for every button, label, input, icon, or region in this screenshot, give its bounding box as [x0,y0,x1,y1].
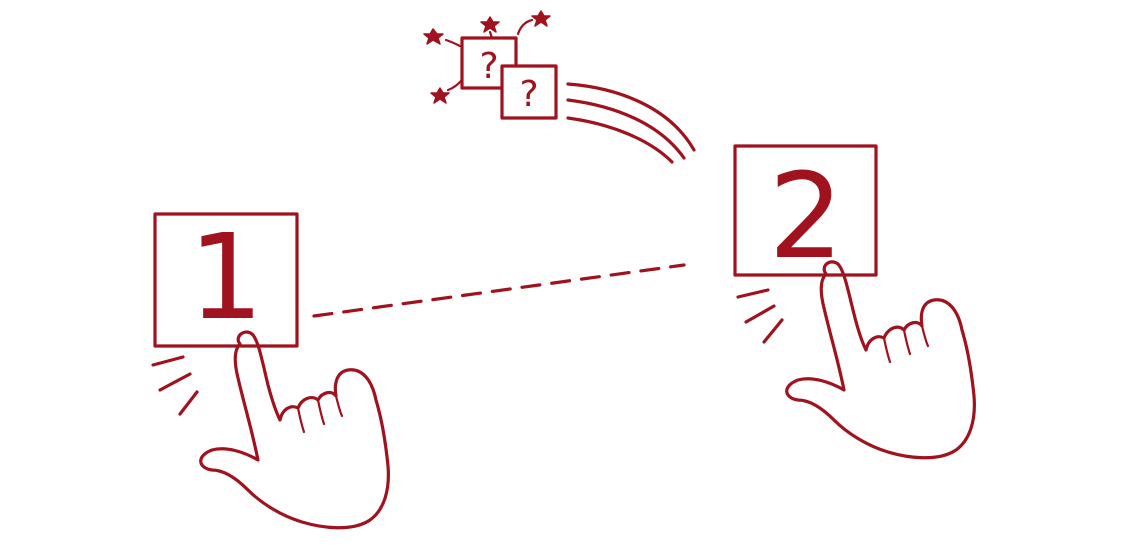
step-one-card-frame [153,212,299,348]
pointing-hand-icon [785,260,976,460]
step-one-label: 1 [188,208,263,346]
step-two-label: 2 [768,147,843,285]
unknown-card-back-label: ? [479,46,498,87]
unknown-card-back-frame [460,36,518,90]
step-two-card: 2 [733,144,878,285]
sparkle-icon [423,10,551,104]
unknown-card-back: ? [460,36,518,90]
tap-lines-icon [736,288,784,344]
step-one-card: 1 [153,208,299,348]
tap-lines-icon [151,355,199,416]
step-two-card-frame [733,144,878,277]
pointing-hand-icon [199,330,390,530]
unknown-card-front: ? [500,64,558,120]
unknown-card-front-frame [500,64,558,120]
unknown-card-front-label: ? [519,74,538,115]
motion-lines-icon [566,82,696,164]
connector-dashed-line [312,263,686,318]
